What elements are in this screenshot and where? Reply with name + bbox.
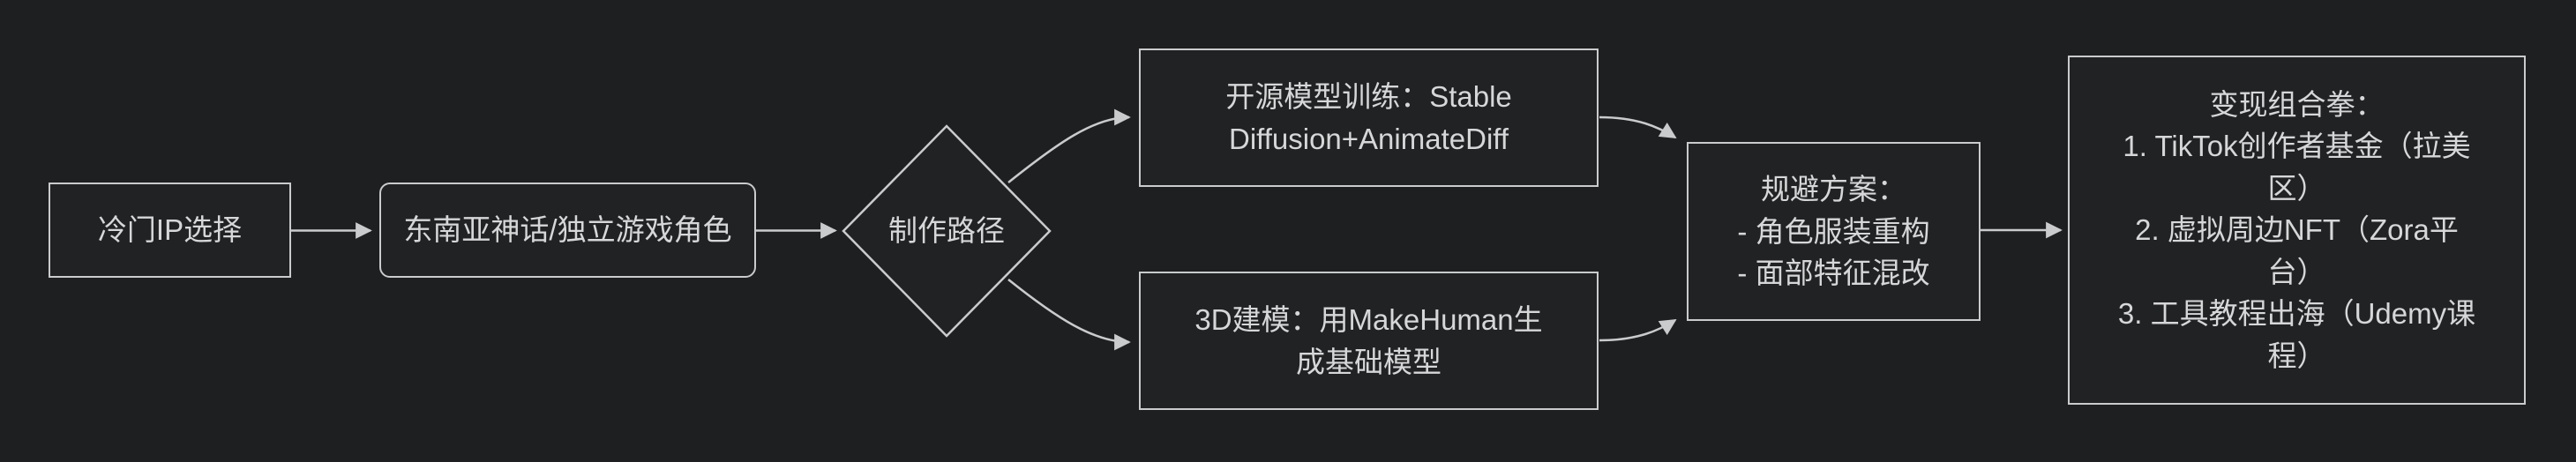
node-monetization-combo: 变现组合拳： 1. TikTok创作者基金（拉美 区） 2. 虚拟周边NFT（Z… <box>2068 56 2526 405</box>
node-line: 制作路径 <box>888 214 1005 248</box>
node-line: 台） <box>2267 255 2326 288</box>
node-line: Diffusion+AnimateDiff <box>1228 122 1509 155</box>
node-line: 规避方案： <box>1761 173 1906 206</box>
node-decision-production-path: 制作路径 <box>841 210 1052 252</box>
node-avoidance-plan: 规避方案： - 角色服装重构 - 面部特征混改 <box>1687 142 1981 321</box>
node-line: 2. 虚拟周边NFT（Zora平 <box>2135 213 2459 247</box>
edge-decision-to-modeling <box>1007 279 1131 351</box>
node-line: 冷门IP选择 <box>97 213 243 247</box>
node-sea-myth-character: 东南亚神话/独立游戏角色 <box>379 183 756 278</box>
node-line: 开源模型训练：Stable <box>1225 80 1512 113</box>
node-line: 3. 工具教程出海（Udemy课 <box>2117 297 2476 331</box>
node-line: 东南亚神话/独立游戏角色 <box>403 213 732 247</box>
node-cold-ip-selection: 冷门IP选择 <box>49 183 291 278</box>
node-3d-modeling: 3D建模：用MakeHuman生 成基础模型 <box>1139 272 1599 410</box>
node-line: 变现组合拳： <box>2209 87 2385 121</box>
edge-opensource-to-avoidance <box>1599 116 1677 139</box>
node-line: 1. TikTok创作者基金（拉美 <box>2123 130 2471 163</box>
node-line: 成基础模型 <box>1296 345 1442 378</box>
node-line: 3D建模：用MakeHuman生 <box>1194 303 1543 336</box>
node-opensource-training: 开源模型训练：Stable Diffusion+AnimateDiff <box>1139 48 1599 187</box>
decision-diamond-shape <box>842 124 1052 338</box>
node-line: 区） <box>2267 171 2326 205</box>
node-line: - 面部特征混改 <box>1737 257 1930 290</box>
edge-modeling-to-avoidance <box>1599 318 1677 342</box>
edge-decision-to-opensource <box>1007 108 1131 183</box>
node-line: - 角色服装重构 <box>1737 214 1930 248</box>
node-line: 程） <box>2267 339 2326 372</box>
